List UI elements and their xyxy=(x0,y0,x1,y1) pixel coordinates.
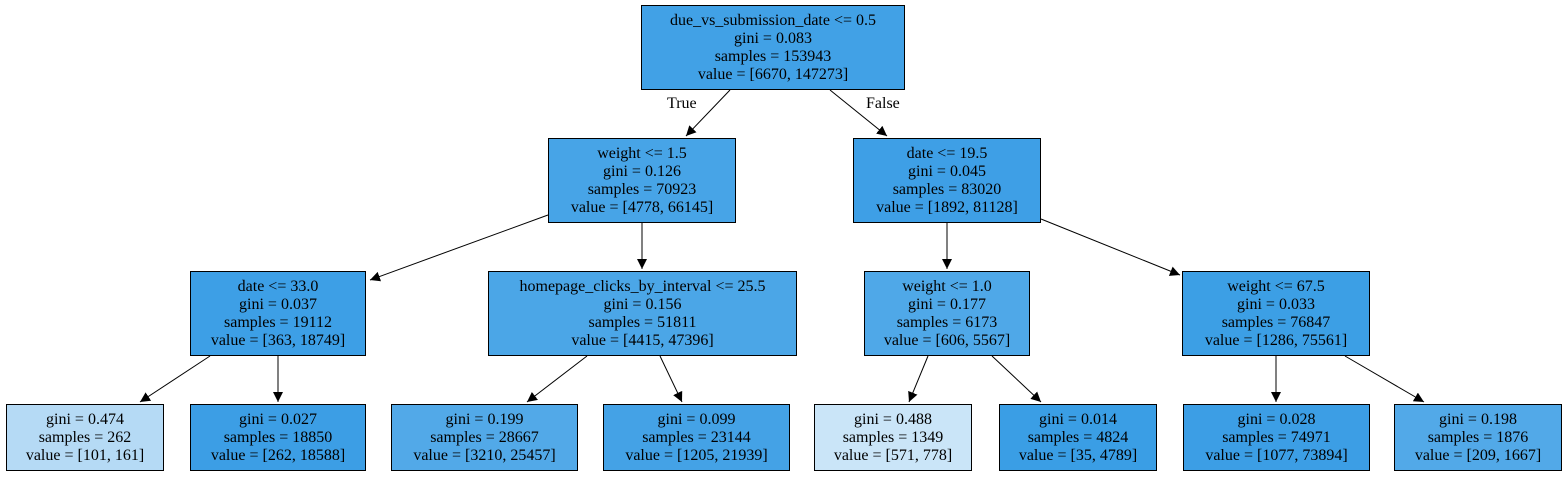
node-gini: gini = 0.037 xyxy=(239,295,317,313)
node-gini: gini = 0.033 xyxy=(1237,295,1315,313)
node-value: value = [1077, 73894] xyxy=(1205,446,1348,464)
node-gini: gini = 0.014 xyxy=(1039,410,1117,428)
node-samples: samples = 262 xyxy=(38,428,132,446)
edge-label-false: False xyxy=(866,95,900,112)
node-value: value = [363, 18749] xyxy=(210,331,346,349)
node-samples: samples = 76847 xyxy=(1221,313,1331,331)
node-gini: gini = 0.027 xyxy=(239,410,317,428)
node-value: value = [1205, 21939] xyxy=(625,446,768,464)
edge-n0-to-n2 xyxy=(829,89,888,137)
node-samples: samples = 51811 xyxy=(588,313,697,331)
edge-n4-to-n10 xyxy=(659,355,683,403)
node-gini: gini = 0.028 xyxy=(1237,410,1316,428)
node-samples: samples = 153943 xyxy=(714,47,832,65)
node-condition: weight <= 1.0 xyxy=(902,277,992,295)
edge-n2-to-n6 xyxy=(1040,218,1181,276)
node-samples: samples = 6173 xyxy=(896,313,998,331)
node-gini: gini = 0.198 xyxy=(1439,410,1517,428)
node-value: value = [209, 1667] xyxy=(1414,446,1542,464)
node-gini: gini = 0.045 xyxy=(908,162,986,180)
edge-n6-to-n14 xyxy=(1344,355,1425,403)
node-samples: samples = 23144 xyxy=(642,428,751,446)
node-gini: gini = 0.199 xyxy=(445,410,524,428)
node-value: value = [6670, 147273] xyxy=(697,65,849,83)
node-samples: samples = 1876 xyxy=(1427,428,1529,446)
node-condition: date <= 19.5 xyxy=(906,144,988,162)
node-samples: samples = 4824 xyxy=(1027,428,1129,446)
node-samples: samples = 83020 xyxy=(892,180,1002,198)
node-value: value = [3210, 25457] xyxy=(413,446,556,464)
edge-n4-to-n9 xyxy=(526,355,588,403)
node-samples: samples = 18850 xyxy=(223,428,333,446)
node-gini: gini = 0.083 xyxy=(734,29,812,47)
node-condition: weight <= 67.5 xyxy=(1227,277,1325,295)
edge-n5-to-n11 xyxy=(908,355,929,403)
node-gini: gini = 0.156 xyxy=(603,295,682,313)
node-samples: samples = 19112 xyxy=(224,313,332,331)
node-value: value = [1286, 75561] xyxy=(1204,331,1348,349)
node-value: value = [4415, 47396] xyxy=(571,331,714,349)
node-samples: samples = 70923 xyxy=(587,180,697,198)
edge-n1-to-n3 xyxy=(369,214,549,282)
edge-n0-to-n1 xyxy=(685,89,731,137)
node-gini: gini = 0.177 xyxy=(908,295,986,313)
node-gini: gini = 0.099 xyxy=(657,410,736,428)
edge-label-true: True xyxy=(667,95,697,112)
node-samples: samples = 74971 xyxy=(1222,428,1331,446)
node-value: value = [1892, 81128] xyxy=(876,198,1018,216)
node-gini: gini = 0.488 xyxy=(854,410,932,428)
node-value: value = [4778, 66145] xyxy=(570,198,714,216)
edge-n5-to-n12 xyxy=(991,355,1042,403)
node-gini: gini = 0.126 xyxy=(603,162,681,180)
edge-n3-to-n7 xyxy=(139,355,211,403)
node-condition: weight <= 1.5 xyxy=(597,144,687,162)
node-condition: date <= 33.0 xyxy=(237,277,319,295)
node-value: value = [606, 5567] xyxy=(883,331,1011,349)
node-samples: samples = 28667 xyxy=(430,428,539,446)
node-value: value = [571, 778] xyxy=(833,446,953,464)
node-gini: gini = 0.474 xyxy=(46,410,124,428)
node-condition: homepage_clicks_by_interval <= 25.5 xyxy=(519,277,766,295)
node-value: value = [101, 161] xyxy=(25,446,145,464)
node-value: value = [35, 4789] xyxy=(1018,446,1138,464)
node-value: value = [262, 18588] xyxy=(210,446,346,464)
node-samples: samples = 1349 xyxy=(842,428,944,446)
node-condition: due_vs_submission_date <= 0.5 xyxy=(669,11,877,29)
